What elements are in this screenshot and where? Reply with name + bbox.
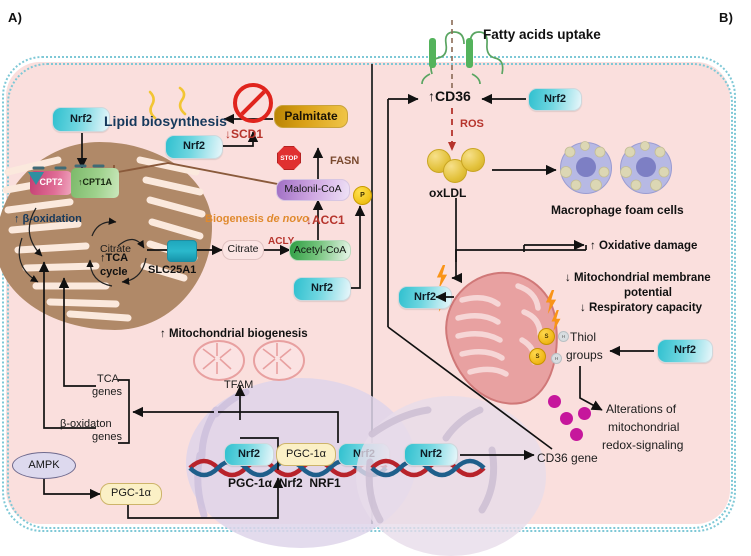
lightning-bolt-3 — [545, 290, 557, 314]
figure-root: A) B) — [0, 0, 751, 530]
ampk-node[interactable]: AMPK — [12, 452, 76, 479]
nrf2-mito-node[interactable]: Nrf2 — [398, 286, 452, 309]
de-novo-word: de novo — [266, 213, 309, 225]
magenta-particle-1 — [548, 395, 561, 408]
hydrogen-ball-2: H — [551, 353, 562, 364]
mito-membrane-potential-label-1: ↓ Mitochondrial membrane — [565, 272, 711, 284]
nrf2-acc1-node[interactable]: Nrf2 — [293, 277, 351, 301]
palmitate-node[interactable]: Palmitate — [274, 105, 348, 128]
stop-sign-icon: STOP — [277, 146, 301, 170]
lipid-biosynthesis-title: Lipid biosynthesis — [104, 113, 227, 129]
panel-b-label: B) — [719, 10, 734, 25]
acly-label: ACLY — [268, 236, 295, 247]
panel-divider — [371, 64, 373, 524]
pgc1a-free-node[interactable]: PGC-1α — [100, 483, 162, 505]
tca-cycle-label-1: ↑TCA — [100, 252, 129, 264]
nrf2-thiol-node[interactable]: Nrf2 — [657, 339, 713, 363]
oxldl-particle-3 — [461, 148, 485, 172]
acetyl-coa-node[interactable]: Acetyl-CoA — [289, 240, 351, 261]
mito-membrane-potential-label-2: potential — [624, 287, 672, 299]
cd36-label: ↑CD36 — [428, 88, 471, 104]
thiol-groups-label-2: groups — [566, 348, 603, 362]
tfam-label: TFAM — [224, 379, 254, 391]
slc25a1-label: SLC25A1 — [148, 264, 197, 276]
foam-cell-1-nucleus — [576, 157, 596, 177]
citrate-cytosol-node[interactable]: Citrate — [222, 240, 264, 260]
biogenesis-word: Biogenesis — [205, 213, 267, 225]
foam-cell-2-nucleus — [636, 157, 656, 177]
nrf2-cpt1a-node[interactable]: Nrf2 — [52, 107, 110, 132]
cd36-gene-label: CD36 gene — [537, 451, 598, 465]
mini-mitochondrion-1 — [193, 340, 245, 381]
acc1-label: ↓ACC1 — [306, 213, 345, 227]
respiratory-capacity-label: ↓ Respiratory capacity — [580, 302, 703, 314]
nrf2-scd1-node[interactable]: Nrf2 — [165, 135, 223, 159]
alterations-label-3: redox-signaling — [602, 438, 684, 452]
macrophage-foam-cells-label: Macrophage foam cells — [551, 203, 684, 217]
nrf2-nucleus-node[interactable]: Nrf2 — [404, 443, 458, 466]
ros-label: ROS — [460, 118, 484, 130]
tca-cycle-label-2: cycle — [100, 266, 128, 278]
scd1-label: ↓SCD1 — [225, 127, 264, 141]
sulfur-ball-1: S — [538, 328, 555, 345]
citrate-mito-label: Citrate — [100, 243, 131, 255]
oxidative-damage-label: ↑ Oxidative damage — [590, 240, 698, 252]
tca-genes-label-1: TCA — [97, 373, 119, 385]
malonil-coa-node[interactable]: Malonil-CoA — [276, 179, 350, 201]
nrf2-dna-left-node[interactable]: Nrf2 — [224, 443, 274, 466]
beta-ox-genes-label-1: β-oxidaton — [60, 418, 112, 430]
fatty-acids-uptake-label: Fatty acids uptake — [483, 27, 601, 42]
nrf2-cd36-node[interactable]: Nrf2 — [528, 88, 582, 111]
magenta-particle-4 — [570, 428, 583, 441]
mito-biogenesis-label: ↑ Mitochondrial biogenesis — [160, 328, 308, 340]
alterations-label-2: mitochondrial — [608, 420, 680, 434]
alterations-label-1: Alterations of — [606, 402, 677, 416]
thiol-groups-label-1: Thiol — [570, 330, 597, 344]
magenta-particle-2 — [560, 412, 573, 425]
tca-genes-label-2: genes — [92, 386, 122, 398]
pgc1a-dna-node[interactable]: PGC-1α — [276, 443, 336, 466]
lightning-bolt-4 — [551, 310, 561, 332]
fasn-label: FASN — [330, 155, 360, 167]
dna-gene-labels: PGC-1α Nrf2 NRF1 — [228, 476, 341, 490]
prohibition-icon — [233, 83, 273, 123]
slc25a1-transporter[interactable] — [167, 240, 197, 262]
biogenesis-de-novo-label: Biogenesis de novo — [205, 213, 309, 225]
panel-a-label: A) — [8, 10, 23, 25]
mini-mitochondrion-2 — [253, 340, 305, 381]
oxldl-label: oxLDL — [429, 186, 467, 200]
sulfur-ball-2: S — [529, 348, 546, 365]
magenta-particle-3 — [578, 407, 591, 420]
cpt1a-node[interactable]: ↑CPT1A — [71, 168, 119, 198]
lightning-bolt-1 — [436, 265, 448, 289]
beta-ox-genes-label-2: genes — [92, 431, 122, 443]
beta-oxidation-label: ↑ β-oxidation — [14, 213, 82, 225]
nucleus-panel-b — [356, 396, 546, 556]
phosphate-icon: P — [353, 186, 372, 205]
cpt2-node[interactable]: CPT2 — [30, 171, 72, 195]
hydrogen-ball-1: H — [558, 331, 569, 342]
